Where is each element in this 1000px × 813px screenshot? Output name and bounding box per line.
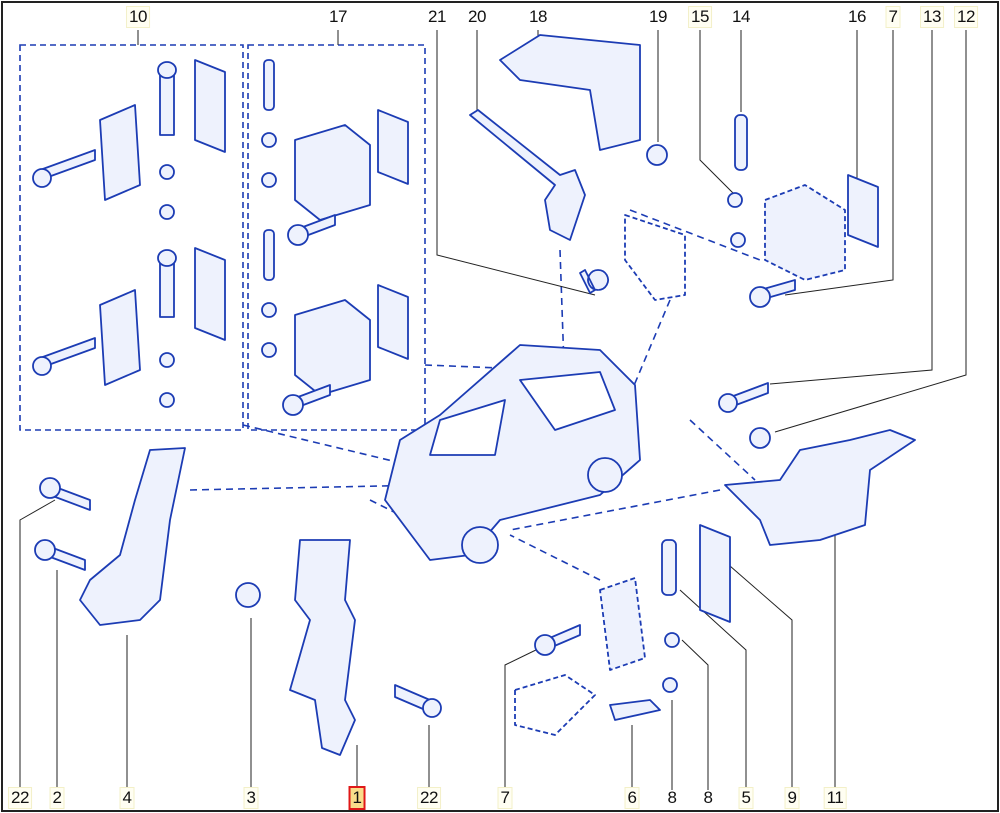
callout-19[interactable]: 19 xyxy=(649,7,667,26)
part-bushing-8a xyxy=(664,632,680,648)
callout-14[interactable]: 14 xyxy=(732,7,750,26)
callout-4[interactable]: 4 xyxy=(119,787,135,809)
part-hinge-15-16 xyxy=(764,184,846,281)
callout-22-left[interactable]: 22 xyxy=(8,787,32,809)
callout-18[interactable]: 18 xyxy=(529,7,547,26)
callout-2[interactable]: 2 xyxy=(49,787,65,809)
callout-16[interactable]: 16 xyxy=(848,7,866,26)
part-nut-19 xyxy=(646,144,668,166)
part-bushing-15a xyxy=(727,192,743,208)
callout-12[interactable]: 12 xyxy=(954,6,978,28)
part-bushing-15b xyxy=(730,232,746,248)
part-hinge-bracket-1 xyxy=(289,539,356,756)
callout-22-center[interactable]: 22 xyxy=(417,787,441,809)
part-sliding-door-roller-18 xyxy=(499,34,641,151)
part-bracket-dashed xyxy=(624,214,686,301)
part-hinge-assembly-11 xyxy=(724,429,916,546)
part-hinge-upper-left xyxy=(32,59,226,220)
part-bolt-21 xyxy=(579,269,609,294)
callout-13[interactable]: 13 xyxy=(920,6,944,28)
part-nut-12 xyxy=(749,427,771,449)
part-hinge-6 xyxy=(599,577,646,671)
part-pin-14 xyxy=(734,114,748,171)
callout-11[interactable]: 11 xyxy=(823,787,847,809)
part-hinge-upper-right xyxy=(261,59,409,246)
part-hinge-lower-right xyxy=(261,229,409,416)
callout-9[interactable]: 9 xyxy=(784,787,800,809)
callout-8b[interactable]: 8 xyxy=(703,788,713,807)
callout-21[interactable]: 21 xyxy=(428,7,446,26)
callout-8a[interactable]: 8 xyxy=(667,788,677,807)
part-nut-3 xyxy=(235,582,261,608)
group-box-17 xyxy=(247,44,426,431)
group-box-10 xyxy=(19,44,244,431)
part-shim-16 xyxy=(847,174,879,248)
part-spring-6 xyxy=(609,699,661,721)
callout-7-bottom[interactable]: 7 xyxy=(497,787,513,809)
part-bracket-6-dashed xyxy=(514,674,596,736)
callout-20[interactable]: 20 xyxy=(468,7,486,26)
part-hinge-lower-left xyxy=(32,247,226,408)
callout-leader-lines xyxy=(19,30,967,790)
callout-1-selected[interactable]: 1 xyxy=(348,786,366,810)
part-pin-5 xyxy=(661,539,677,596)
callout-10[interactable]: 10 xyxy=(126,6,150,28)
callout-17[interactable]: 17 xyxy=(329,7,347,26)
callout-7-top[interactable]: 7 xyxy=(885,6,901,28)
callout-3[interactable]: 3 xyxy=(243,787,259,809)
callout-6[interactable]: 6 xyxy=(624,787,640,809)
part-hinge-bracket-4 xyxy=(79,447,186,626)
part-bushing-8b xyxy=(662,677,678,693)
vehicle-illustration xyxy=(384,344,641,564)
part-shim-9 xyxy=(699,524,731,623)
callout-15[interactable]: 15 xyxy=(688,6,712,28)
part-door-check-strap xyxy=(469,109,586,241)
callout-5[interactable]: 5 xyxy=(738,787,754,809)
